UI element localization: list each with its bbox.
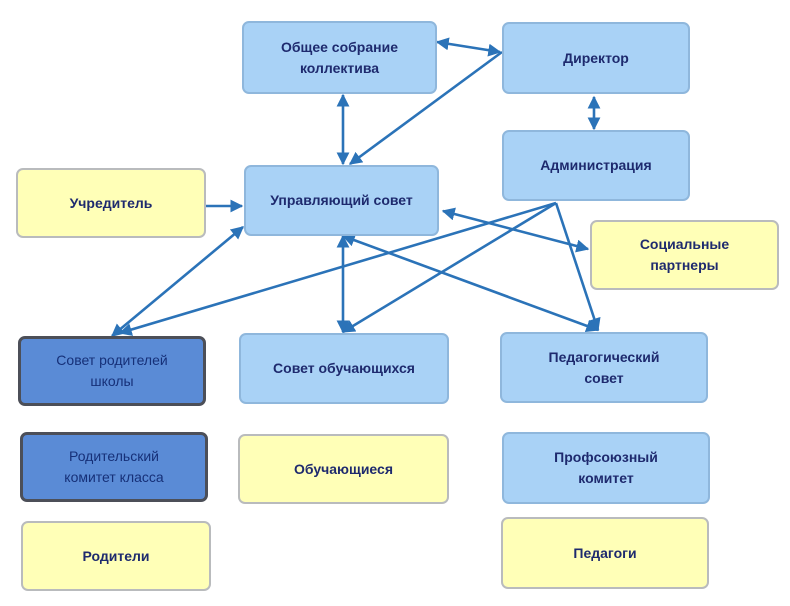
node-pedagogical-council: Педагогический совет (500, 332, 708, 403)
node-director: Директор (502, 22, 690, 94)
node-administration: Администрация (502, 130, 690, 201)
node-parents: Родители (21, 521, 211, 591)
node-students-council: Совет обучающихся (239, 333, 449, 404)
node-social-partners: Социальные партнеры (590, 220, 779, 290)
arrow-council-pedagogical (341, 233, 600, 333)
node-governing-council: Управляющий совет (244, 165, 439, 236)
node-trade-union: Профсоюзный комитет (502, 432, 710, 504)
node-students: Обучающиеся (238, 434, 449, 504)
arrow-council-social (441, 207, 590, 253)
node-founder: Учредитель (16, 168, 206, 238)
arrow-council-parents-council (111, 226, 244, 337)
node-teachers: Педагоги (501, 517, 709, 589)
arrow-meeting-director (435, 37, 502, 57)
node-parents-council: Совет родителей школы (18, 336, 206, 406)
node-general-meeting: Общее собрание коллектива (242, 21, 437, 94)
node-class-parents-committee: Родительский комитет класса (20, 432, 208, 502)
